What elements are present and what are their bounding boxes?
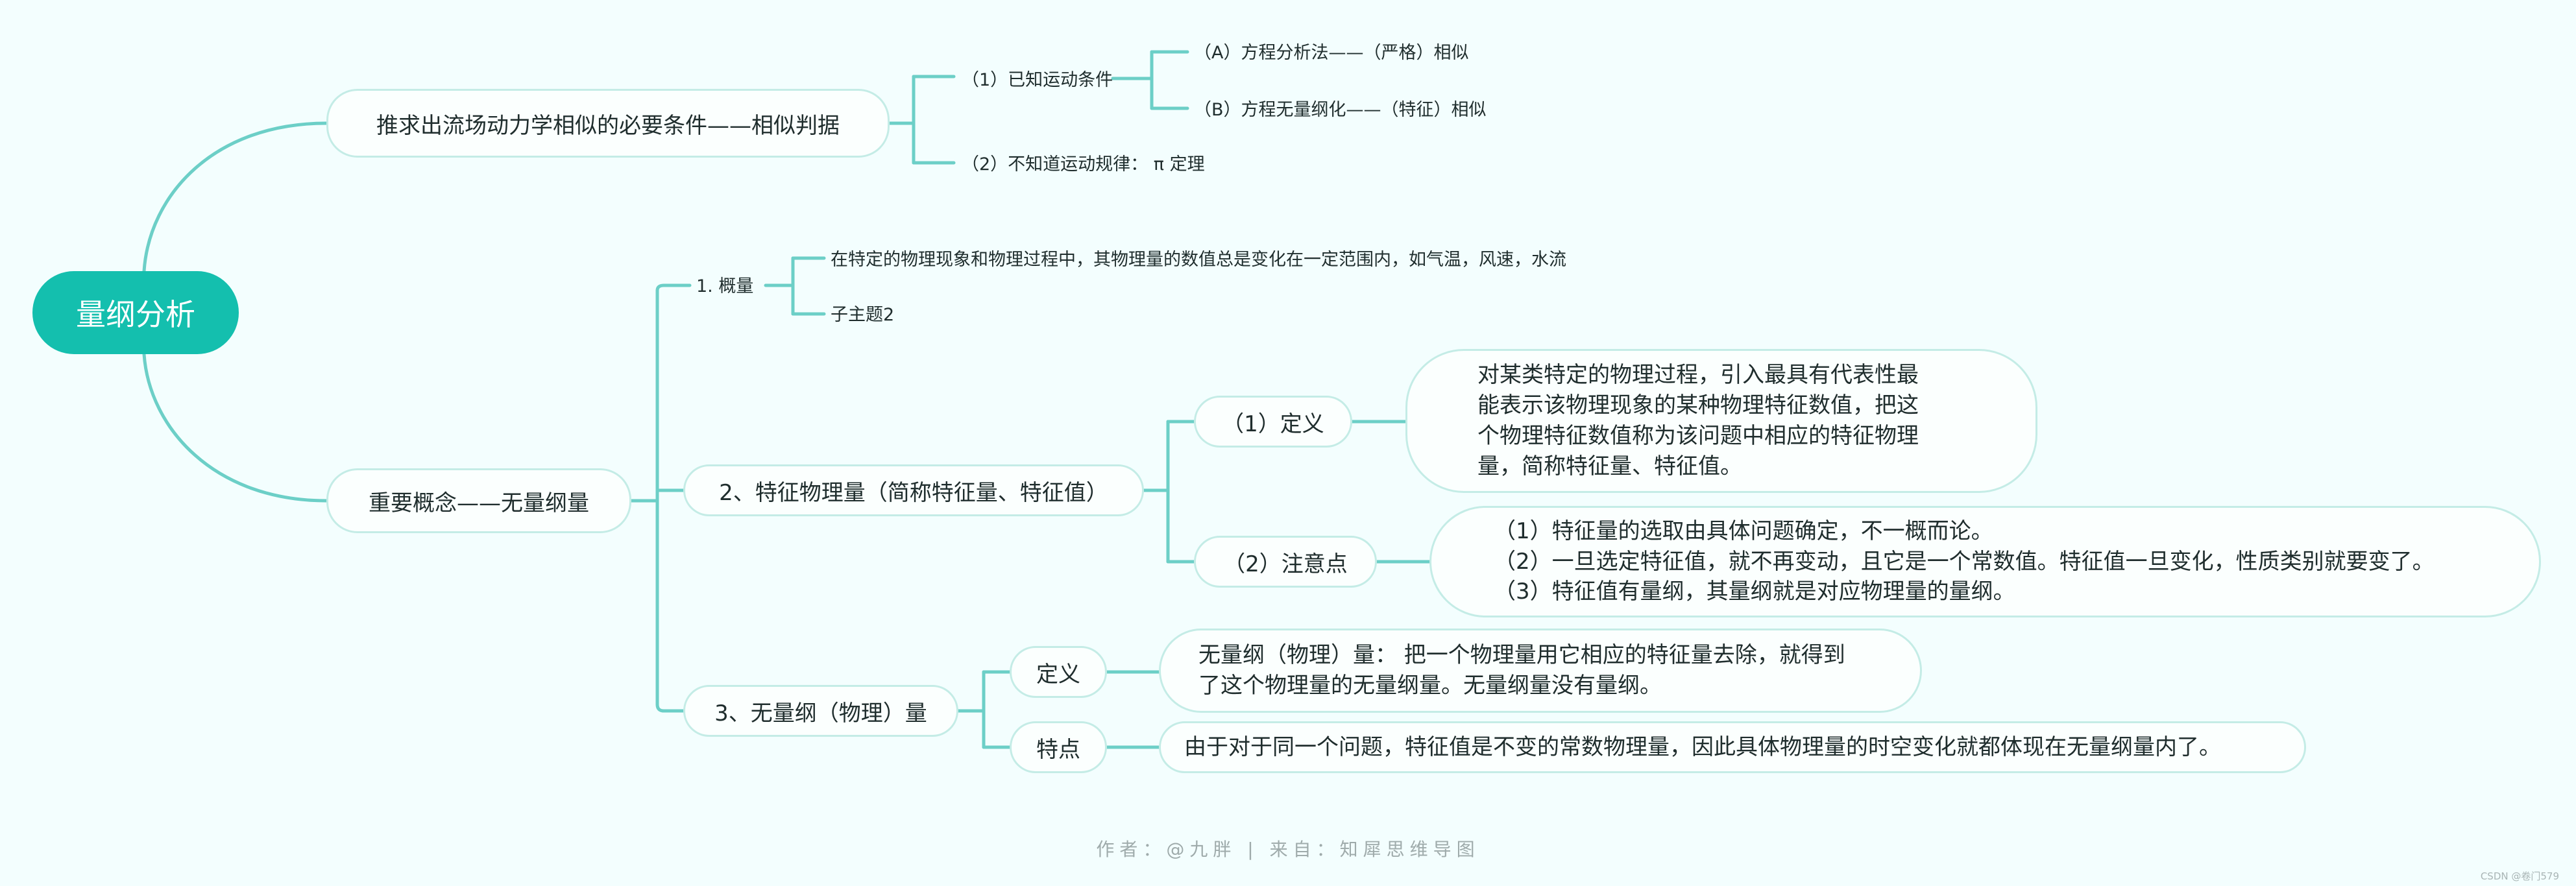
footer-credit: 作者：@九胖 | 来自：知犀思维导图 bbox=[1096, 839, 1480, 860]
branch-similarity-criteria[interactable]: 推求出流场动力学相似的必要条件——相似判据 bbox=[326, 89, 890, 158]
dimensionless-feature-node[interactable]: 特点 bbox=[1010, 721, 1107, 773]
text-line: 无量纲（物理）量： 把一个物理量用它相应的特征量去除，就得到 bbox=[1198, 642, 1845, 669]
characteristic-definition-node[interactable]: （1）定义 bbox=[1194, 396, 1352, 448]
connector-line bbox=[142, 121, 328, 273]
text-line: 量，简称特征量、特征值。 bbox=[1477, 453, 1742, 479]
equation-nondimensional-node[interactable]: （B）方程无量纲化——（特征）相似 bbox=[1194, 100, 1487, 120]
dimensionless-feature-label: 特点 bbox=[1036, 736, 1080, 763]
characteristic-quantity-node[interactable]: 2、特征物理量（简称特征量、特征值） bbox=[683, 464, 1144, 516]
text-line: 了这个物理量的无量纲量。无量纲量没有量纲。 bbox=[1198, 673, 1662, 699]
characteristic-definition-label: （1）定义 bbox=[1222, 411, 1324, 437]
branch-dimensionless-concept-label: 重要概念——无量纲量 bbox=[369, 490, 589, 516]
text-line: 能表示该物理现象的某种物理特征数值，把这 bbox=[1477, 392, 1919, 419]
branch-similarity-criteria-label: 推求出流场动力学相似的必要条件——相似判据 bbox=[376, 112, 840, 139]
connector-line bbox=[655, 283, 692, 293]
dimensionless-definition-text: 无量纲（物理）量： 把一个物理量用它相应的特征量去除，就得到 了这个物理量的无量… bbox=[1159, 629, 1922, 713]
characteristic-notes-text: （1）特征量的选取由具体问题确定，不一概而论。 （2）一旦选定特征值，就不再变动… bbox=[1429, 506, 2541, 617]
text-line: （3）特征值有量纲，其量纲就是对应物理量的量纲。 bbox=[1494, 579, 2015, 605]
dimensionless-definition-label: 定义 bbox=[1036, 661, 1080, 688]
watermark: CSDN @卷门579 bbox=[2480, 870, 2559, 882]
equation-analysis-node[interactable]: （A）方程分析法——（严格）相似 bbox=[1194, 43, 1469, 63]
subtopic-2[interactable]: 子主题2 bbox=[831, 305, 895, 325]
branch-dimensionless-concept[interactable]: 重要概念——无量纲量 bbox=[326, 468, 631, 533]
text-line: 个物理特征数值称为该问题中相应的特征物理 bbox=[1477, 423, 1919, 449]
characteristic-quantity-label: 2、特征物理量（简称特征量、特征值） bbox=[719, 479, 1108, 506]
text-line: （2）一旦选定特征值，就不再变动，且它是一个常数值。特征值一旦变化，性质类别就要… bbox=[1494, 548, 2435, 575]
connector-line bbox=[142, 352, 328, 503]
gailiang-description[interactable]: 在特定的物理现象和物理过程中，其物理量的数值总是变化在一定范围内，如气温，风速，… bbox=[831, 250, 1566, 270]
connector-line bbox=[655, 702, 685, 713]
root-node[interactable]: 量纲分析 bbox=[32, 271, 239, 354]
gailiang-node[interactable]: 1. 概量 bbox=[696, 276, 754, 296]
dimensionless-quantity-node[interactable]: 3、无量纲（物理）量 bbox=[683, 685, 958, 737]
root-label: 量纲分析 bbox=[76, 297, 195, 332]
dimensionless-definition-node[interactable]: 定义 bbox=[1010, 646, 1107, 698]
text-line: 由于对于同一个问题，特征值是不变的常数物理量，因此具体物理量的时空变化就都体现在… bbox=[1184, 734, 2221, 760]
text-line: 对某类特定的物理过程，引入最具有代表性最 bbox=[1477, 362, 1919, 389]
pi-theorem-node[interactable]: （2）不知道运动规律： π 定理 bbox=[962, 154, 1205, 174]
dimensionless-feature-text: 由于对于同一个问题，特征值是不变的常数物理量，因此具体物理量的时空变化就都体现在… bbox=[1159, 721, 2306, 773]
known-motion-conditions-node[interactable]: （1）已知运动条件 bbox=[962, 70, 1113, 90]
characteristic-notes-label: （2）注意点 bbox=[1223, 551, 1348, 577]
dimensionless-quantity-label: 3、无量纲（物理）量 bbox=[714, 700, 927, 726]
characteristic-definition-text: 对某类特定的物理过程，引入最具有代表性最 能表示该物理现象的某种物理特征数值，把… bbox=[1405, 349, 2037, 493]
text-line: （1）特征量的选取由具体问题确定，不一概而论。 bbox=[1494, 518, 1993, 544]
characteristic-notes-node[interactable]: （2）注意点 bbox=[1194, 536, 1377, 588]
